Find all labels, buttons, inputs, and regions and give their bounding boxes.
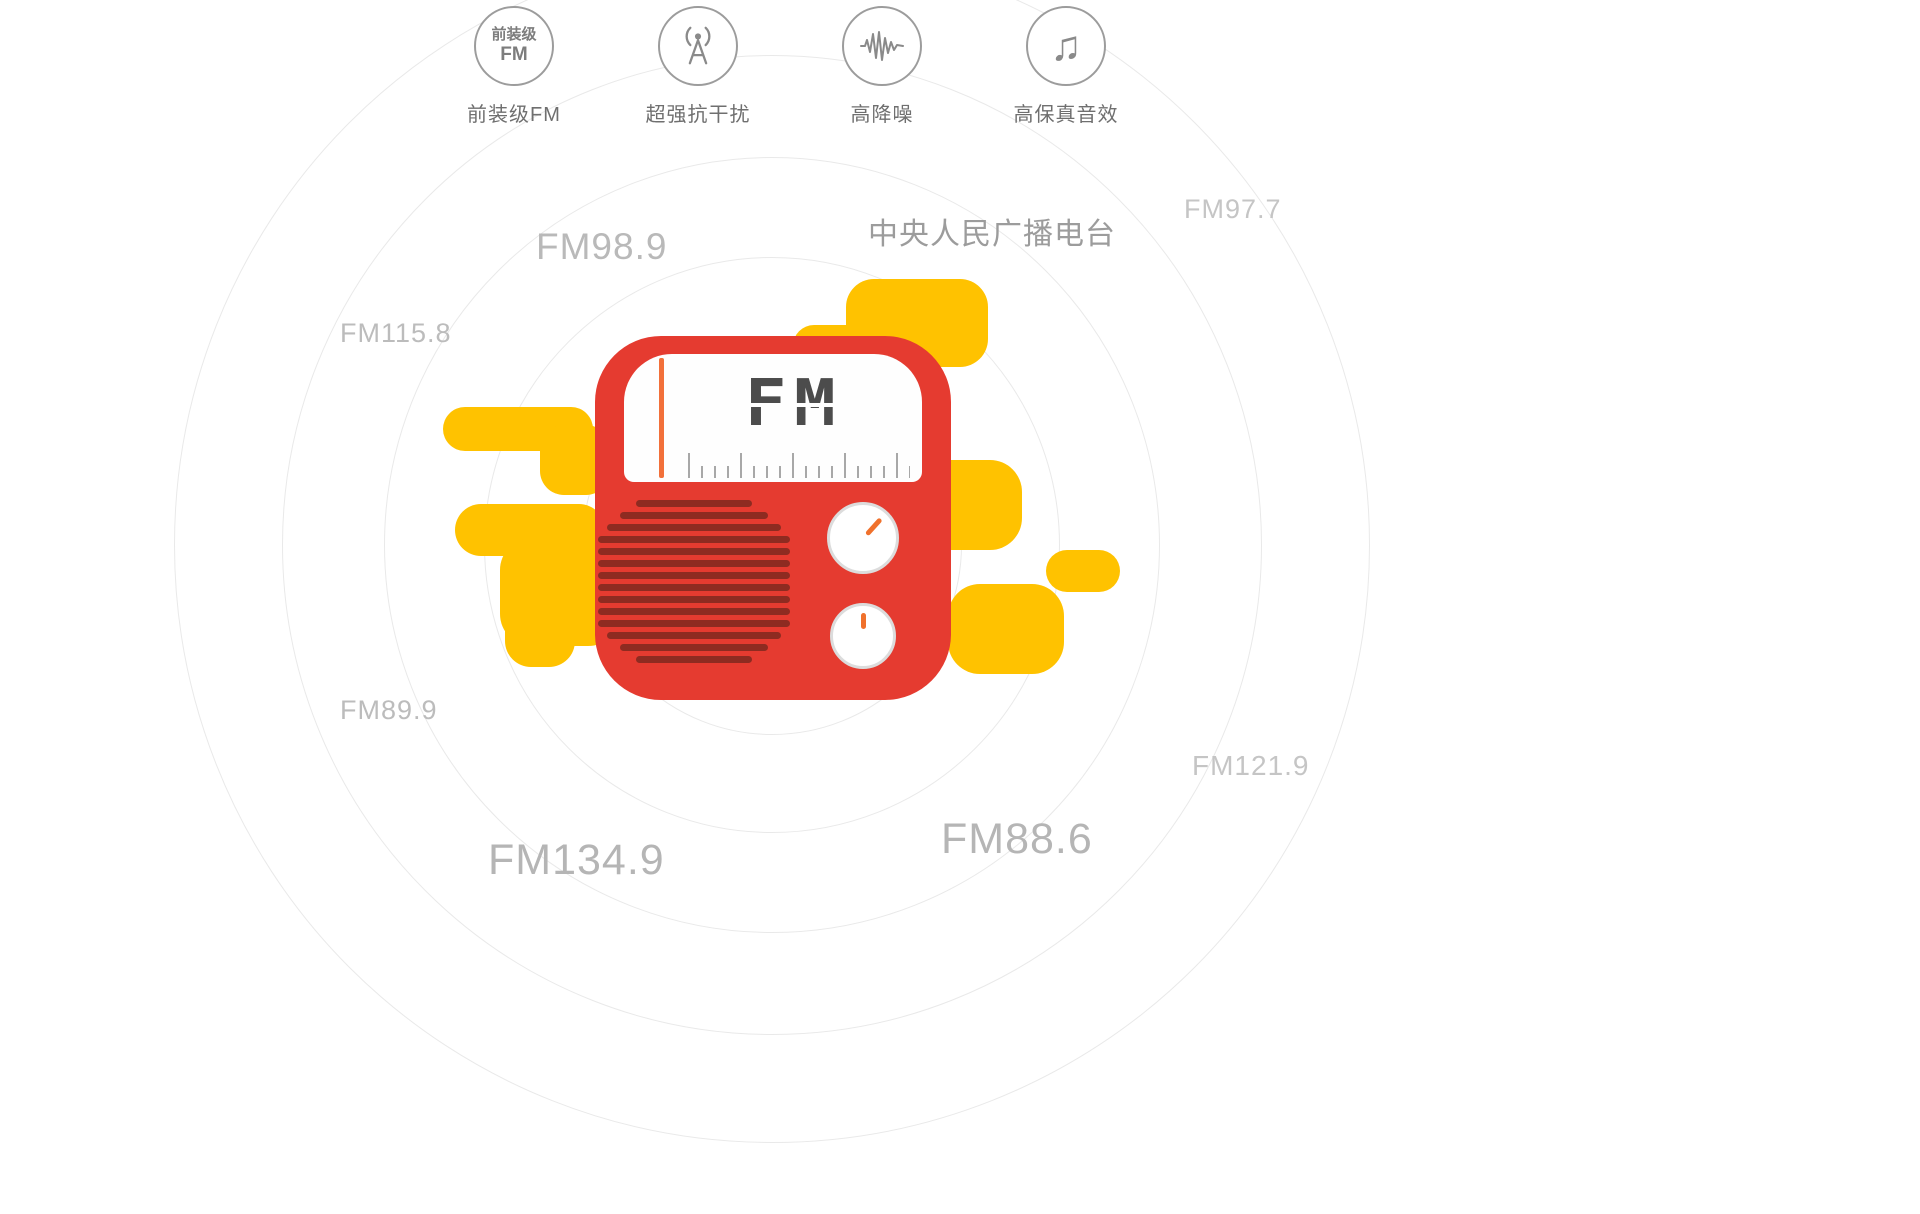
knob-pointer xyxy=(860,613,866,629)
feature-label: 高保真音效 xyxy=(1013,104,1119,126)
knob-pointer xyxy=(864,517,883,536)
tuning-needle xyxy=(659,358,664,478)
grille-bar xyxy=(598,548,790,555)
yellow-blob xyxy=(948,584,1064,674)
grille-bar xyxy=(598,596,790,603)
grille-bar xyxy=(598,536,790,543)
station-label-cnr: 中央人民广播电台 xyxy=(868,218,1116,251)
waveform-icon xyxy=(842,6,922,86)
feature-noise-reduction: 高降噪 xyxy=(812,2,952,127)
speaker-grille xyxy=(598,500,790,668)
grille-bar xyxy=(598,560,790,567)
volume-knob xyxy=(830,603,896,669)
yellow-blob xyxy=(1046,550,1120,592)
tuning-knob xyxy=(827,502,899,574)
grille-bar xyxy=(598,620,790,627)
feature-label: 超强抗干扰 xyxy=(645,104,751,126)
broadcast-antenna-icon xyxy=(658,6,738,86)
feature-bar: 前装级 FM 前装级FM 超强抗干扰 高降噪 xyxy=(444,2,1136,127)
grille-bar xyxy=(636,656,752,663)
grille-bar xyxy=(620,644,768,651)
yellow-blob xyxy=(505,595,575,667)
station-label-fm97-7: FM97.7 xyxy=(1184,194,1282,224)
tuning-scale-major-ticks xyxy=(688,453,910,478)
segment-stripe xyxy=(716,403,866,407)
station-label-fm88-6: FM88.6 xyxy=(941,815,1093,863)
feature-hifi-sound: ♫ 高保真音效 xyxy=(996,2,1136,127)
grille-bar xyxy=(620,512,768,519)
fm-badge-icon: 前装级 FM xyxy=(474,6,554,86)
grille-bar xyxy=(636,500,752,507)
feature-oem-fm: 前装级 FM 前装级FM xyxy=(444,2,584,127)
fm-badge-text-top: 前装级 xyxy=(491,26,537,44)
fm-badge-text-bottom: FM xyxy=(500,43,528,65)
grille-bar xyxy=(598,572,790,579)
feature-label: 前装级FM xyxy=(467,104,561,126)
grille-bar xyxy=(607,632,781,639)
grille-bar xyxy=(607,524,781,531)
grille-bar xyxy=(598,608,790,615)
station-label-fm121-9: FM121.9 xyxy=(1192,750,1310,781)
station-label-fm115-8: FM115.8 xyxy=(340,318,452,348)
feature-label: 高降噪 xyxy=(850,104,914,126)
radio-display: FM xyxy=(624,354,922,482)
station-label-fm134-9: FM134.9 xyxy=(488,836,665,884)
grille-bar xyxy=(598,584,790,591)
feature-anti-interference: 超强抗干扰 xyxy=(628,2,768,127)
station-label-fm98-9: FM98.9 xyxy=(536,226,668,267)
station-label-fm89-9: FM89.9 xyxy=(340,695,438,725)
music-note-icon: ♫ xyxy=(1026,6,1106,86)
